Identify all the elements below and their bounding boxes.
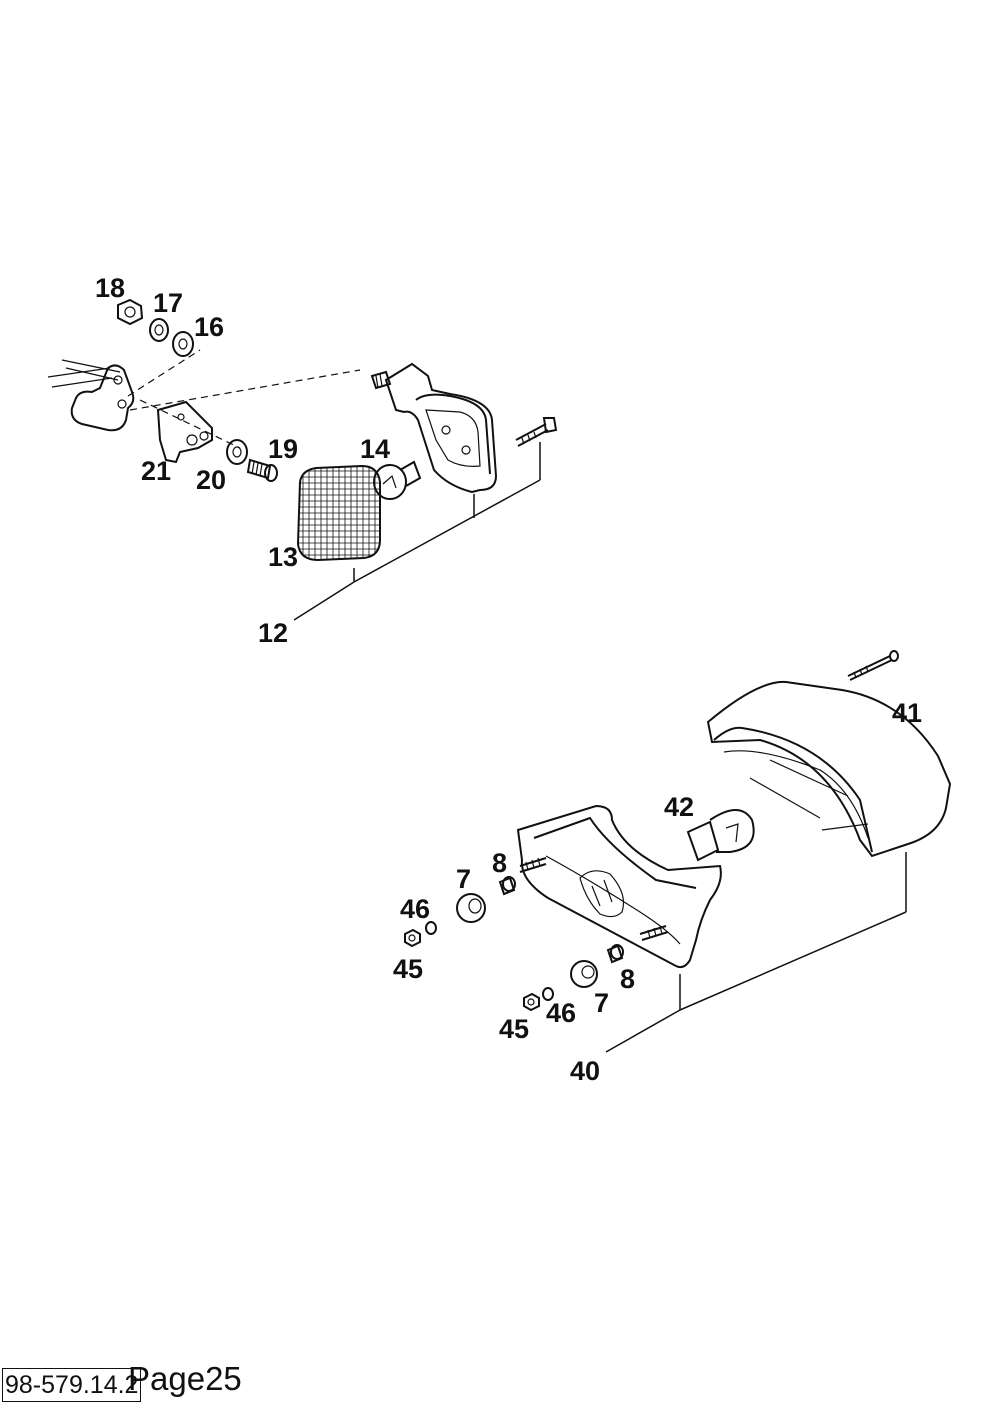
callout-19: 19 [268, 434, 298, 464]
callout-42: 42 [664, 792, 694, 822]
washer-46-upper-part [425, 921, 437, 935]
nut-45-upper-part [404, 928, 421, 948]
grommet-7-lower-part [570, 960, 598, 988]
callout-16: 16 [194, 312, 224, 342]
cover-screw-part [847, 650, 899, 681]
stud-lower-part [639, 925, 669, 941]
signal-housing-part [370, 362, 498, 494]
washer-16-part [172, 331, 194, 357]
bulb-42-part [686, 809, 755, 862]
drawing-code-box: 98-579.14.2 [2, 1368, 142, 1402]
lock-washer-17-part [149, 318, 169, 342]
callout-8-upper: 8 [492, 848, 507, 878]
callout-12: 12 [258, 618, 288, 648]
callout-14: 14 [360, 434, 390, 464]
spacer-8-upper-part [498, 876, 516, 896]
washer-46-lower-part [542, 987, 554, 1001]
lens-13-part [296, 464, 381, 562]
callout-41: 41 [892, 698, 922, 728]
callout-20: 20 [196, 465, 226, 495]
spacer-8-lower-part [606, 944, 624, 964]
callout-45-upper: 45 [393, 954, 423, 984]
callout-17: 17 [153, 288, 183, 318]
taillight-base-40-part [516, 804, 722, 969]
bolt-19-part [246, 458, 278, 482]
callout-7-upper: 7 [456, 864, 471, 894]
screw-part [515, 417, 558, 447]
callout-46-upper: 46 [400, 894, 430, 924]
callout-7-lower: 7 [594, 988, 609, 1018]
stud-upper-part [519, 857, 547, 873]
nut-18-part [117, 298, 144, 326]
callout-45-lower: 45 [499, 1014, 529, 1044]
taillight-lens-41-part [706, 680, 952, 858]
callout-8-lower: 8 [620, 964, 635, 994]
callout-13: 13 [268, 542, 298, 572]
callout-21: 21 [141, 456, 171, 486]
nut-45-lower-part [523, 992, 540, 1012]
page-label: Page25 [128, 1360, 242, 1397]
washer-20-part [226, 439, 248, 465]
bracket-21-part [156, 400, 213, 464]
callout-46-lower: 46 [546, 998, 576, 1028]
frame-bracket-part [47, 359, 135, 432]
callout-18: 18 [95, 273, 125, 303]
grommet-7-upper-part [456, 893, 486, 923]
callout-40: 40 [570, 1056, 600, 1086]
